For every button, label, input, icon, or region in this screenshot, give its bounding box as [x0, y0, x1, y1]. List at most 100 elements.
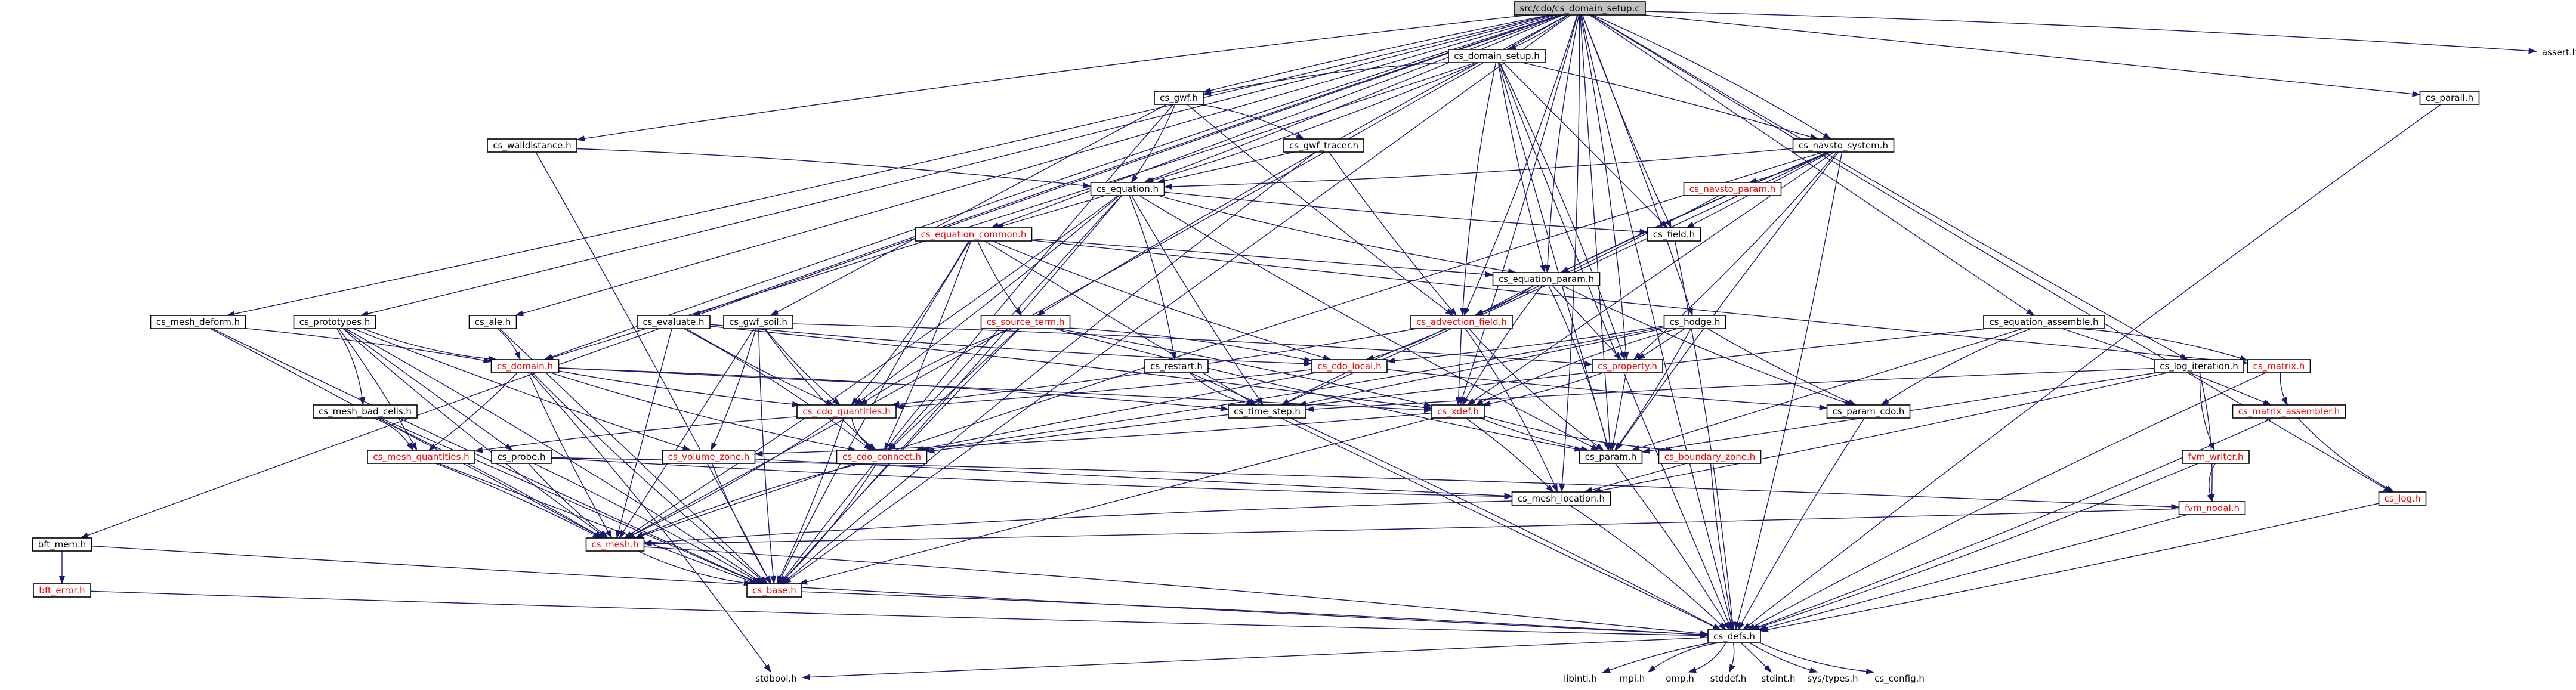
node-cdo-local[interactable]: cs_cdo_local.h: [1311, 359, 1388, 373]
node-domain-setup[interactable]: cs_domain_setup.h: [1448, 49, 1546, 63]
node-mesh[interactable]: cs_mesh.h: [585, 537, 645, 552]
include-edge-field-to-defs: [1674, 240, 1736, 630]
node-domain[interactable]: cs_domain.h: [490, 359, 560, 373]
include-edge-domain-to-mesh_quantities: [428, 372, 518, 451]
node-walldistance[interactable]: cs_walldistance.h: [487, 138, 577, 153]
include-edge-evaluate-to-xdef: [709, 326, 1432, 411]
node-box: [1707, 629, 1761, 643]
include-edge-cdo_local-to-param_cdo: [1386, 369, 1828, 411]
include-edge-mesh-to-base: [637, 550, 752, 586]
node-box: [1792, 138, 1895, 153]
include-edge-equation-to-field: [1164, 191, 1648, 235]
include-edge-root-to-log_iteration: [1590, 14, 2188, 360]
include-edge-cdo_quantities-to-mesh_quantities: [474, 416, 798, 453]
include-edge-equation_common-to-source_term: [977, 240, 1023, 316]
node-ale[interactable]: cs_ale.h: [468, 315, 517, 329]
node-label: cs_ale.h: [475, 317, 511, 328]
include-edge-hodge-to-cdo_connect: [921, 326, 1664, 453]
node-evaluate[interactable]: cs_evaluate.h: [637, 315, 711, 329]
include-edge-cdo_connect-to-mesh: [634, 463, 862, 539]
include-edge-advection_field-to-mesh_location: [1465, 328, 1558, 493]
node-advection-field[interactable]: cs_advection_field.h: [1410, 315, 1513, 329]
node-equation-param[interactable]: cs_equation_param.h: [1492, 272, 1601, 286]
node-root[interactable]: src/cdo/cs_domain_setup.c: [1514, 1, 1646, 16]
include-edge-root-to-property: [1580, 14, 1629, 360]
include-edge-root-to-base: [783, 14, 1571, 584]
node-label: cs_mesh.h: [592, 539, 639, 550]
include-edge-equation_common-to-equation_param: [1031, 238, 1494, 277]
node-bft-error[interactable]: bft_error.h: [33, 583, 91, 598]
include-edge-hodge-to-cdo_local: [1386, 325, 1664, 364]
node-defs[interactable]: cs_defs.h: [1707, 629, 1761, 643]
node-base[interactable]: cs_base.h: [746, 583, 802, 598]
node-label: cs_equation_param.h: [1499, 274, 1594, 285]
node-bft-mem[interactable]: bft_mem.h: [32, 537, 92, 552]
node-box: [1514, 1, 1646, 16]
include-edge-domain_setup-to-param: [1498, 62, 1610, 451]
node-probe[interactable]: cs_probe.h: [491, 450, 552, 464]
node-prototypes[interactable]: cs_prototypes.h: [293, 315, 376, 329]
node-hodge[interactable]: cs_hodge.h: [1663, 315, 1726, 329]
include-edge-mesh_location-to-defs: [1569, 505, 1726, 630]
node-mesh-bad-cells[interactable]: cs_mesh_bad_cells.h: [313, 404, 418, 419]
node-label: cs_prototypes.h: [299, 317, 370, 328]
node-label: cs_param.h: [1585, 451, 1637, 463]
include-edge-root-to-parall: [1643, 14, 2421, 97]
node-time-step[interactable]: cs_time_step.h: [1228, 404, 1306, 419]
node-param[interactable]: cs_param.h: [1579, 450, 1643, 464]
include-edge-equation-to-param: [1139, 195, 1600, 451]
node-equation-common[interactable]: cs_equation_common.h: [915, 227, 1033, 242]
node-matrix-assembler[interactable]: cs_matrix_assembler.h: [2232, 404, 2346, 419]
include-edge-defs-to-mpi: [1647, 642, 1719, 673]
include-edge-root-to-equation_param: [1545, 14, 1580, 273]
node-gwf-tracer[interactable]: cs_gwf_tracer.h: [1283, 138, 1364, 153]
node-box: [796, 404, 897, 419]
node-log[interactable]: cs_log.h: [2378, 491, 2427, 506]
node-label: fvm_writer.h: [2188, 451, 2243, 463]
include-edge-gwf_soil-to-cdo_quantities: [764, 328, 841, 406]
node-boundary-zone[interactable]: cs_boundary_zone.h: [1658, 450, 1762, 464]
include-edge-matrix-to-matrix_assembler: [2280, 372, 2288, 406]
node-label: stdint.h: [1761, 673, 1795, 684]
node-cdo-connect[interactable]: cs_cdo_connect.h: [836, 450, 928, 464]
node-fvm-writer[interactable]: fvm_writer.h: [2182, 450, 2250, 464]
include-edge-root-to-domain: [543, 14, 1561, 360]
node-parall[interactable]: cs_parall.h: [2419, 91, 2480, 105]
node-label: cs_volume_zone.h: [668, 451, 750, 463]
node-box: [2247, 359, 2311, 373]
include-edge-evaluate-to-cdo_connect: [683, 328, 872, 451]
node-gwf[interactable]: cs_gwf.h: [1154, 91, 1204, 105]
node-label: cs_param_cdo.h: [1833, 406, 1905, 417]
node-equation-assemble[interactable]: cs_equation_assemble.h: [1983, 315, 2105, 329]
node-source-term[interactable]: cs_source_term.h: [980, 315, 1071, 329]
node-property[interactable]: cs_property.h: [1592, 359, 1663, 373]
node-mesh-location[interactable]: cs_mesh_location.h: [1511, 491, 1611, 506]
node-fvm-nodal[interactable]: fvm_nodal.h: [2178, 501, 2246, 515]
node-label: cs_xdef.h: [1437, 406, 1479, 417]
node-cdo-quantities[interactable]: cs_cdo_quantities.h: [796, 404, 897, 419]
node-param-cdo[interactable]: cs_param_cdo.h: [1826, 404, 1911, 419]
include-edge-log_iteration-to-time_step: [1305, 367, 2155, 413]
include-edge-equation_assemble-to-param_cdo: [1880, 328, 2031, 406]
node-equation[interactable]: cs_equation.h: [1090, 182, 1165, 196]
include-edge-defs-to-cs_config: [1759, 642, 1875, 674]
node-volume-zone[interactable]: cs_volume_zone.h: [662, 450, 756, 464]
node-mesh-deform[interactable]: cs_mesh_deform.h: [150, 315, 246, 329]
node-label: cs_mesh_quantities.h: [373, 451, 469, 463]
edge-layer: [59, 11, 2537, 680]
node-xdef[interactable]: cs_xdef.h: [1431, 404, 1485, 419]
node-restart[interactable]: cs_restart.h: [1144, 359, 1209, 373]
include-edge-root-to-field: [1582, 14, 1672, 228]
include-edge-xdef-to-mesh_location: [1465, 417, 1554, 493]
node-matrix[interactable]: cs_matrix.h: [2247, 359, 2311, 373]
node-box: [2419, 91, 2480, 105]
node-log-iteration[interactable]: cs_log_iteration.h: [2154, 359, 2244, 373]
node-label: cs_equation.h: [1097, 184, 1159, 195]
include-edge-root-to-equation_assemble: [1589, 14, 2035, 316]
node-navsto-param[interactable]: cs_navsto_param.h: [1683, 182, 1782, 196]
node-gwf-soil[interactable]: cs_gwf_soil.h: [723, 315, 793, 329]
include-edge-domain-to-cdo_quantities: [558, 370, 801, 407]
node-mesh-quantities[interactable]: cs_mesh_quantities.h: [367, 450, 475, 464]
node-navsto-system[interactable]: cs_navsto_system.h: [1792, 138, 1895, 153]
node-field[interactable]: cs_field.h: [1647, 227, 1701, 242]
